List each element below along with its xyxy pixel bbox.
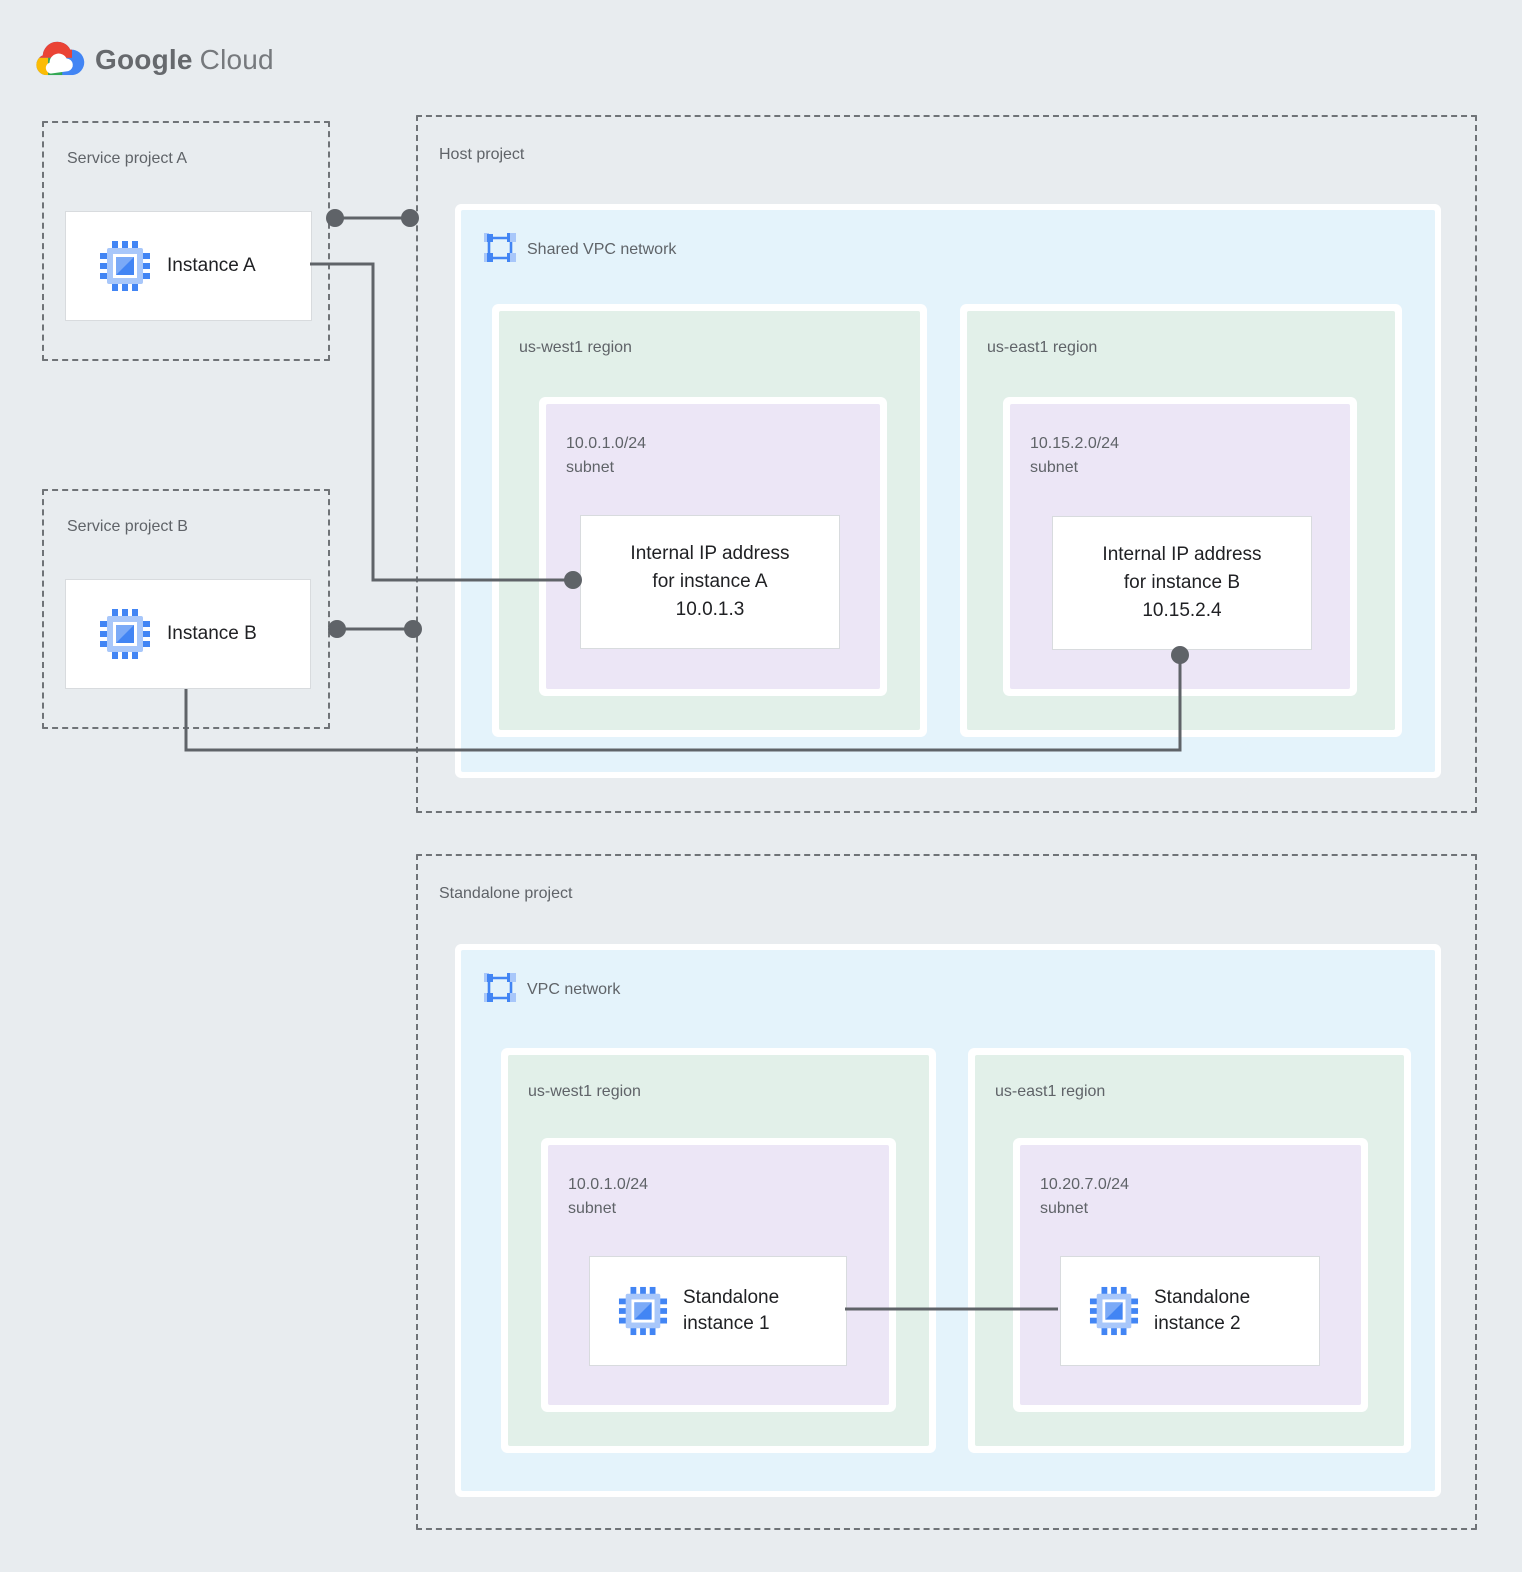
subnet-word: subnet: [1030, 459, 1079, 476]
connector-endpoint-dot: [328, 620, 346, 638]
standalone-instance-2-line2: instance 2: [1154, 1313, 1241, 1334]
host-region-us-west1-label: us-west1 region: [519, 339, 632, 356]
standalone-instance-2-line1: Standalone: [1154, 1287, 1251, 1308]
internal-ip-b-card: Internal IP address for instance B 10.15…: [1052, 516, 1312, 650]
host-project-label: Host project: [439, 146, 525, 163]
standalone-subnet-us-east1-label: 10.20.7.0/24 subnet: [1040, 1173, 1129, 1221]
standalone-region-us-east1: us-east1 region 10.20.7.0/24 subnet: [975, 1055, 1404, 1446]
standalone-instance-2-card: Standalone instance 2: [1060, 1256, 1320, 1366]
ip-a-line1: Internal IP address: [630, 543, 790, 564]
subnet-cidr: 10.0.1.0/24: [568, 1176, 649, 1193]
host-subnet-us-west1: 10.0.1.0/24 subnet Internal IP address f…: [546, 404, 880, 689]
ip-a-line2: for instance A: [652, 571, 768, 592]
internal-ip-a-card: Internal IP address for instance A 10.0.…: [580, 515, 840, 649]
compute-engine-icon: [100, 609, 150, 659]
host-region-us-east1: us-east1 region 10.15.2.0/24 subnet Inte…: [967, 311, 1395, 730]
host-region-us-east1-label: us-east1 region: [987, 339, 1098, 356]
ip-b-line3: 10.15.2.4: [1142, 600, 1222, 621]
subnet-cidr: 10.15.2.0/24: [1030, 435, 1119, 452]
vpc-network-icon: [484, 973, 516, 1002]
subnet-cidr: 10.0.1.0/24: [566, 435, 647, 452]
service-project-a-label: Service project A: [67, 150, 188, 167]
standalone-instance-1-line2: instance 1: [683, 1313, 770, 1334]
host-subnet-us-east1: 10.15.2.0/24 subnet Internal IP address …: [1010, 404, 1350, 689]
instance-a-label: Instance A: [167, 255, 256, 276]
instance-b-card: Instance B: [65, 579, 311, 689]
ip-b-line1: Internal IP address: [1102, 544, 1262, 565]
standalone-instance-1-line1: Standalone: [683, 1287, 780, 1308]
subnet-cidr: 10.20.7.0/24: [1040, 1176, 1129, 1193]
shared-vpc-network-label: Shared VPC network: [527, 241, 677, 258]
google-cloud-logo-icon: [36, 41, 85, 76]
standalone-subnet-us-east1: 10.20.7.0/24 subnet: [1020, 1145, 1361, 1405]
host-subnet-us-west1-label: 10.0.1.0/24 subnet: [566, 432, 646, 480]
vpc-network-icon: [484, 233, 516, 262]
subnet-word: subnet: [566, 459, 615, 476]
standalone-instance-1-card: Standalone instance 1: [589, 1256, 847, 1366]
standalone-region-us-west1-label: us-west1 region: [528, 1083, 641, 1100]
ip-b-line2: for instance B: [1123, 572, 1241, 593]
vpc-network-box: VPC network us-west1 region 10.0.1.0/24 …: [461, 950, 1435, 1491]
vpc-network-label: VPC network: [527, 981, 621, 998]
host-region-us-west1: us-west1 region 10.0.1.0/24 subnet Inter…: [499, 311, 920, 730]
service-project-a-box: Service project A Instance A: [42, 121, 330, 361]
compute-engine-icon: [618, 1286, 668, 1336]
subnet-word: subnet: [568, 1200, 617, 1217]
instance-a-card: Instance A: [65, 211, 312, 321]
standalone-subnet-us-west1-label: 10.0.1.0/24 subnet: [568, 1173, 648, 1221]
subnet-word: subnet: [1040, 1200, 1089, 1217]
standalone-subnet-us-west1: 10.0.1.0/24 subnet: [548, 1145, 889, 1405]
instance-b-label: Instance B: [167, 623, 257, 644]
host-project-box: Host project Shared VPC network us-west1…: [416, 115, 1477, 813]
ip-a-line3: 10.0.1.3: [675, 599, 745, 620]
compute-engine-icon: [100, 241, 150, 291]
standalone-region-us-east1-label: us-east1 region: [995, 1083, 1106, 1100]
standalone-project-box: Standalone project VPC network us-west1 …: [416, 854, 1477, 1530]
standalone-project-label: Standalone project: [439, 885, 573, 902]
shared-vpc-network-box: Shared VPC network us-west1 region 10.0.…: [461, 210, 1435, 772]
service-project-b-box: Service project B Instance B: [42, 489, 330, 729]
service-project-b-label: Service project B: [67, 518, 188, 535]
host-subnet-us-east1-label: 10.15.2.0/24 subnet: [1030, 432, 1119, 480]
logo-brand: Google: [95, 44, 193, 75]
standalone-region-us-west1: us-west1 region 10.0.1.0/24 subnet: [508, 1055, 929, 1446]
compute-engine-icon: [1089, 1286, 1139, 1336]
logo-product: Cloud: [199, 44, 274, 75]
